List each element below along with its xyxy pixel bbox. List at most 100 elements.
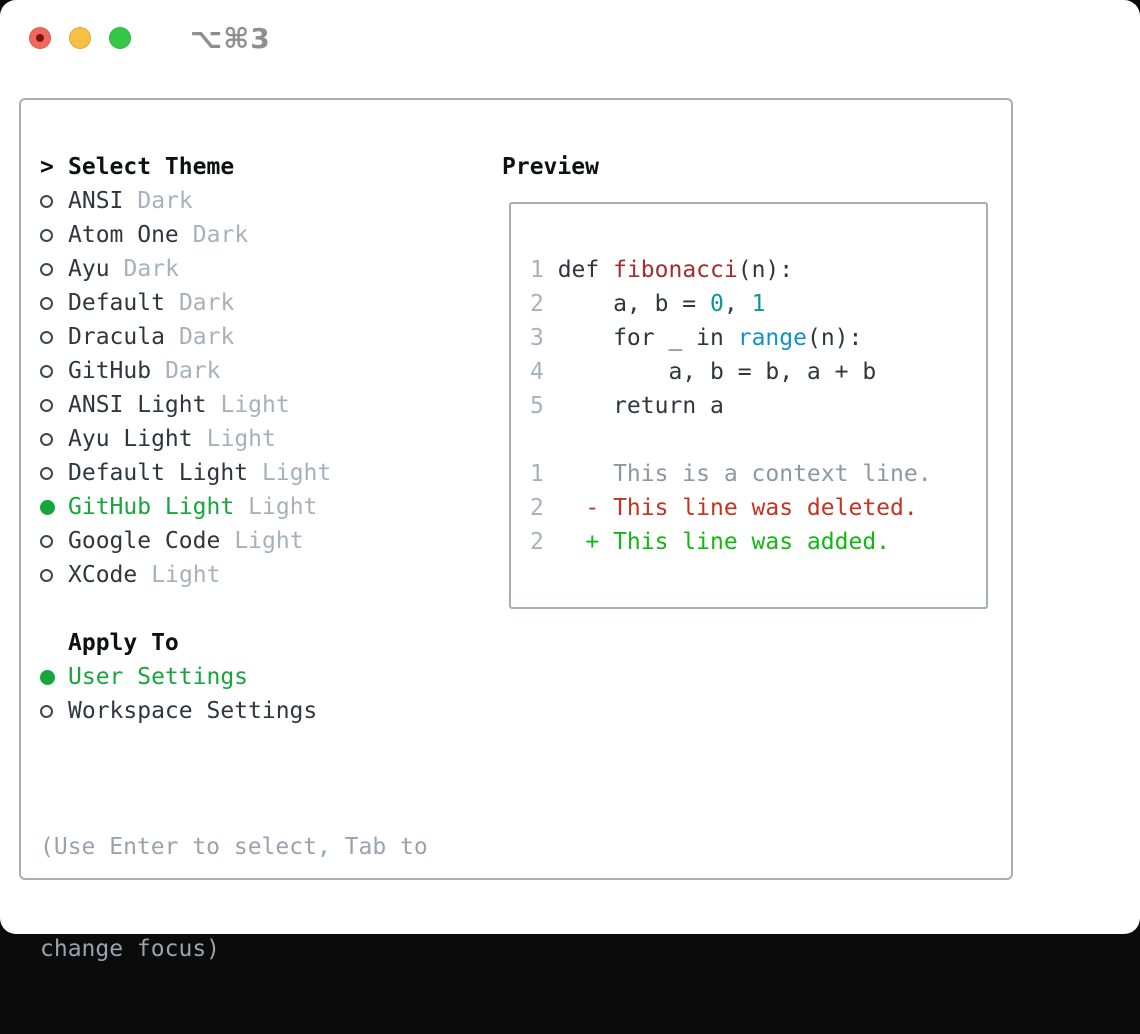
code-token: 1 — [751, 291, 766, 317]
theme-variant-badge: Light — [206, 426, 276, 452]
radio-icon — [40, 194, 53, 208]
code-token: a, b = b, a + b — [557, 359, 877, 385]
code-line: 2 + This line was added. — [530, 525, 986, 559]
apply-option[interactable]: Workspace Settings — [40, 694, 428, 728]
radio-icon — [40, 262, 53, 276]
radio-icon — [40, 398, 53, 412]
code-line: 2 - This line was deleted. — [530, 491, 986, 525]
radio-icon — [40, 568, 53, 582]
code-line: 5 return a — [530, 389, 986, 423]
help-line-1: (Use Enter to select, Tab to — [40, 834, 428, 860]
minimize-button[interactable] — [69, 27, 91, 49]
theme-variant-badge: Dark — [178, 324, 235, 350]
theme-name: Dracula — [68, 324, 165, 350]
radio-slot — [40, 534, 68, 548]
code-token: range — [737, 325, 807, 351]
apply-option-name: User Settings — [68, 664, 249, 690]
code-token: a, b = — [557, 291, 711, 317]
radio-slot — [40, 296, 68, 310]
radio-slot — [40, 364, 68, 378]
theme-name: Default — [68, 290, 165, 316]
help-line-2: change focus) — [40, 936, 221, 962]
code-line: 3 for _ in range(n): — [530, 321, 986, 355]
theme-variant-badge: Dark — [192, 222, 249, 248]
line-number: 5 — [530, 393, 544, 419]
code-token — [599, 257, 613, 283]
apply-option-name: Workspace Settings — [68, 698, 318, 724]
code-line: 2 a, b = 0, 1 — [530, 287, 986, 321]
theme-name: ANSI — [68, 188, 124, 214]
theme-name: XCode — [68, 562, 138, 588]
radio-icon — [40, 296, 53, 310]
code-line — [530, 423, 986, 457]
code-token: (n): — [806, 325, 863, 351]
radio-icon — [40, 466, 53, 480]
theme-variant-badge: Dark — [178, 290, 235, 316]
code-line: 1 This is a context line. — [530, 457, 986, 491]
code-token: - This line was deleted. — [557, 495, 918, 521]
code-token: , — [723, 291, 752, 317]
radio-icon — [40, 534, 53, 548]
theme-item[interactable]: Default Light Light — [40, 456, 428, 490]
theme-variant-badge: Light — [248, 494, 318, 520]
theme-item[interactable]: Ayu Light Light — [40, 422, 428, 456]
theme-variant-badge: Light — [262, 460, 332, 486]
radio-slot — [40, 330, 68, 344]
spacer — [40, 728, 428, 762]
code-token: return — [613, 393, 697, 419]
line-number: 3 — [530, 325, 544, 351]
radio-slot — [40, 228, 68, 242]
code-token: a — [696, 393, 724, 419]
close-button[interactable] — [29, 27, 51, 49]
code-token: + This line was added. — [557, 529, 891, 555]
radio-slot — [40, 398, 68, 412]
zoom-button[interactable] — [109, 27, 131, 49]
theme-name: Google Code — [68, 528, 221, 554]
theme-item[interactable]: ANSI Dark — [40, 184, 428, 218]
cursor-marker-icon: > — [40, 154, 54, 180]
theme-item[interactable]: Google Code Light — [40, 524, 428, 558]
radio-slot — [40, 704, 68, 718]
theme-name: Default Light — [68, 460, 249, 486]
apply-to-label: Apply To — [68, 630, 179, 656]
code-token — [724, 325, 738, 351]
code-token: This is a context line. — [557, 461, 932, 487]
theme-name: Atom One — [68, 222, 179, 248]
radio-slot — [40, 499, 68, 515]
radio-slot — [40, 568, 68, 582]
theme-item[interactable]: Dracula Dark — [40, 320, 428, 354]
theme-name: ANSI Light — [68, 392, 207, 418]
code-line: 4 a, b = b, a + b — [530, 355, 986, 389]
theme-variant-badge: Light — [234, 528, 304, 554]
radio-selected-icon — [40, 669, 55, 685]
radio-icon — [40, 432, 53, 446]
theme-item[interactable]: Default Dark — [40, 286, 428, 320]
radio-slot — [40, 262, 68, 276]
code-token: _ — [654, 325, 697, 351]
code-token: for — [613, 325, 655, 351]
help-text: (Use Enter to select, Tab to change focu… — [40, 762, 428, 1034]
radio-icon — [40, 330, 53, 344]
line-number: 2 — [530, 495, 544, 521]
apply-to-header: Apply To — [40, 626, 428, 660]
theme-item[interactable]: Atom One Dark — [40, 218, 428, 252]
select-theme-header: > Select Theme — [40, 150, 428, 184]
code-token: 0 — [710, 291, 724, 317]
apply-option[interactable]: User Settings — [40, 660, 428, 694]
theme-variant-badge: Dark — [137, 188, 193, 214]
theme-item[interactable]: XCode Light — [40, 558, 428, 592]
theme-variant-badge: Light — [151, 562, 221, 588]
theme-name: Ayu Light — [68, 426, 193, 452]
radio-selected-icon — [40, 499, 55, 515]
line-number: 2 — [530, 529, 544, 555]
spacer — [40, 592, 428, 626]
